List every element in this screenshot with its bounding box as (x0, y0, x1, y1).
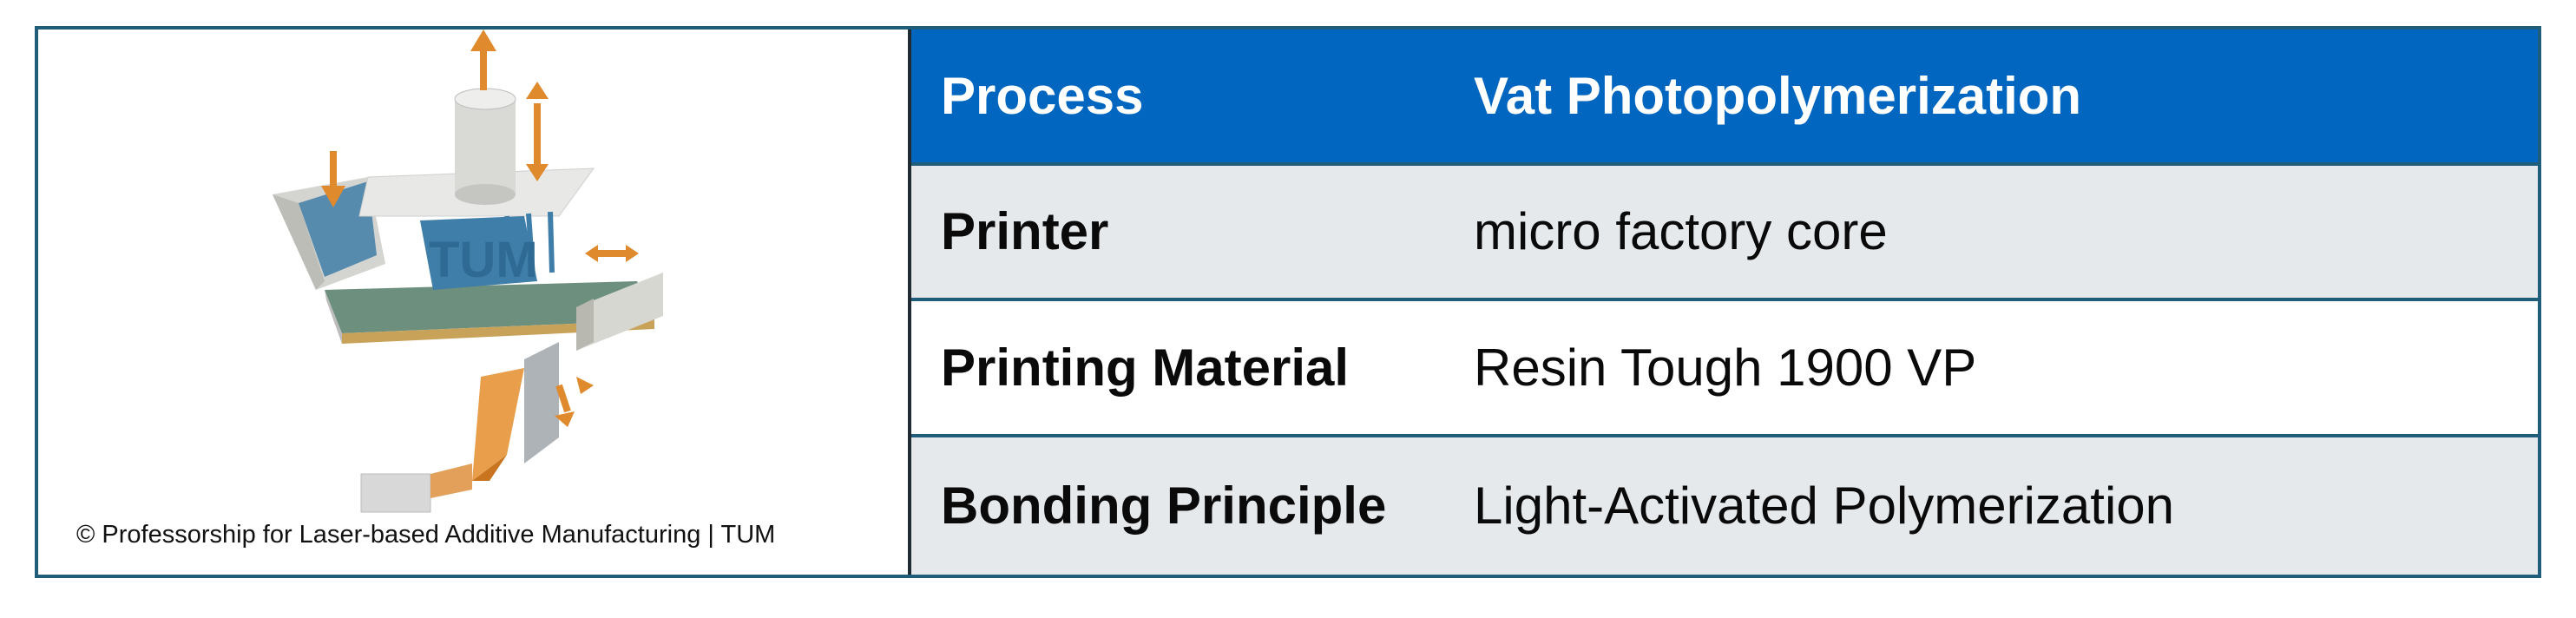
row-value-printing-material: Resin Tough 1900 VP (1474, 338, 1977, 397)
row-value-bonding-principle: Light-Activated Polymerization (1474, 477, 2175, 536)
tum-logo-text: TUM (429, 232, 538, 288)
vat-photopolymerization-illustration: TUM (273, 30, 663, 513)
printer-illustration-panel: TUM © Professorship for L (38, 30, 911, 575)
process-properties-table: Process Vat Photopolymerization Printer … (911, 30, 2538, 575)
table-row: Bonding Principle Light-Activated Polyme… (911, 437, 2538, 575)
copyright-caption: © Professorship for Laser-based Additive… (76, 521, 776, 549)
row-key-printer: Printer (941, 202, 1109, 261)
table-row: Printer micro factory core (911, 165, 2538, 302)
row-key-printing-material: Printing Material (941, 338, 1350, 397)
header-key-cell: Process (941, 66, 1144, 125)
header-value-cell: Vat Photopolymerization (1474, 66, 2082, 125)
table-row: Printing Material Resin Tough 1900 VP (911, 301, 2538, 437)
process-info-card: TUM © Professorship for L (35, 26, 2541, 578)
row-value-printer: micro factory core (1474, 202, 1888, 261)
row-key-bonding-principle: Bonding Principle (941, 477, 1387, 536)
table-header-row: Process Vat Photopolymerization (911, 30, 2538, 166)
